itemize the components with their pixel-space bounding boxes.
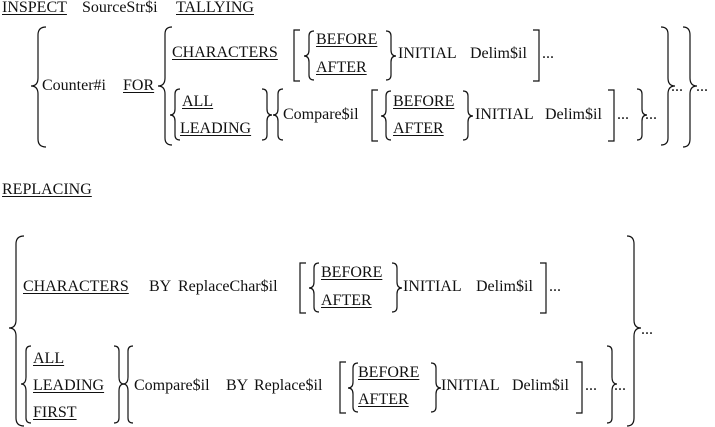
keyword-initial: INITIAL bbox=[441, 377, 500, 394]
cmp1-right-brace bbox=[636, 88, 648, 141]
cmp2-left-brace bbox=[122, 345, 134, 424]
ba2-right-brace bbox=[462, 90, 474, 141]
chars-opt-left-bracket bbox=[293, 29, 300, 82]
keyword-after: AFTER bbox=[358, 391, 409, 408]
keyword-before: BEFORE bbox=[358, 364, 420, 381]
keyword-after: AFTER bbox=[393, 120, 444, 137]
keyword-replacing: REPLACING bbox=[2, 181, 92, 198]
ellipsis: ... bbox=[645, 106, 657, 123]
keyword-by: BY bbox=[149, 278, 172, 295]
ba2-left-brace bbox=[380, 90, 392, 141]
keyword-tallying: TALLYING bbox=[176, 0, 254, 16]
opt4-right-bracket bbox=[576, 361, 583, 414]
keyword-before: BEFORE bbox=[321, 264, 383, 281]
ellipsis: ... bbox=[614, 377, 626, 394]
keyword-before: BEFORE bbox=[316, 31, 378, 48]
outer-left-brace bbox=[30, 26, 47, 148]
opt4-left-bracket bbox=[339, 361, 346, 414]
rep-left-brace bbox=[8, 235, 25, 427]
keyword-characters: CHARACTERS bbox=[23, 278, 129, 295]
cmp1-left-brace bbox=[272, 88, 284, 141]
alf-right-brace bbox=[113, 345, 125, 424]
delim-param: Delim$il bbox=[476, 278, 533, 295]
opt2-left-bracket bbox=[371, 89, 378, 142]
ellipsis: ... bbox=[696, 78, 708, 95]
opt2-right-bracket bbox=[608, 89, 615, 142]
compare-param: Compare$il bbox=[283, 106, 359, 123]
ba3-right-brace bbox=[391, 262, 403, 313]
cmp2-right-brace bbox=[606, 345, 618, 424]
keyword-all: ALL bbox=[182, 93, 214, 110]
keyword-first: FIRST bbox=[33, 404, 77, 421]
keyword-leading: LEADING bbox=[180, 120, 252, 137]
replace-char-param: ReplaceChar$il bbox=[178, 278, 278, 295]
keyword-all: ALL bbox=[33, 350, 65, 367]
al-left-brace bbox=[169, 88, 181, 141]
for-right-brace bbox=[660, 26, 676, 146]
keyword-before: BEFORE bbox=[393, 93, 455, 110]
ba4-right-brace bbox=[430, 362, 442, 413]
ba3-left-brace bbox=[308, 262, 320, 313]
replace-param: Replace$il bbox=[254, 377, 323, 394]
ellipsis: ... bbox=[549, 278, 561, 295]
keyword-initial: INITIAL bbox=[475, 106, 534, 123]
ellipsis: ... bbox=[641, 321, 653, 338]
delim-param: Delim$il bbox=[512, 377, 569, 394]
alf-left-brace bbox=[20, 345, 32, 424]
keyword-after: AFTER bbox=[316, 59, 367, 76]
rchars-opt-right-bracket bbox=[540, 262, 547, 314]
keyword-for: FOR bbox=[123, 77, 155, 94]
for-left-brace bbox=[157, 26, 173, 146]
keyword-by: BY bbox=[226, 377, 249, 394]
source-string-param: SourceStr$i bbox=[82, 0, 158, 16]
ellipsis: ... bbox=[617, 106, 629, 123]
keyword-characters: CHARACTERS bbox=[172, 44, 278, 61]
keyword-leading: LEADING bbox=[33, 377, 105, 394]
rep-right-brace bbox=[626, 235, 642, 427]
rchars-opt-left-bracket bbox=[299, 262, 306, 314]
counter-param: Counter#i bbox=[42, 77, 106, 94]
keyword-initial: INITIAL bbox=[398, 45, 457, 62]
ellipsis: ... bbox=[671, 78, 683, 95]
al-right-brace bbox=[261, 88, 273, 141]
ba1-right-brace bbox=[385, 30, 397, 81]
compare-param: Compare$il bbox=[134, 377, 210, 394]
keyword-initial: INITIAL bbox=[403, 278, 462, 295]
delim-param: Delim$il bbox=[545, 106, 602, 123]
keyword-after: AFTER bbox=[321, 292, 372, 309]
ba1-left-brace bbox=[303, 30, 315, 81]
ellipsis: ... bbox=[585, 377, 597, 394]
ellipsis: ... bbox=[542, 45, 554, 62]
keyword-inspect: INSPECT bbox=[2, 0, 67, 16]
chars-opt-right-bracket bbox=[533, 29, 540, 82]
outer-right-brace bbox=[682, 26, 698, 148]
delim-param: Delim$il bbox=[470, 45, 527, 62]
ba4-left-brace bbox=[347, 362, 359, 413]
